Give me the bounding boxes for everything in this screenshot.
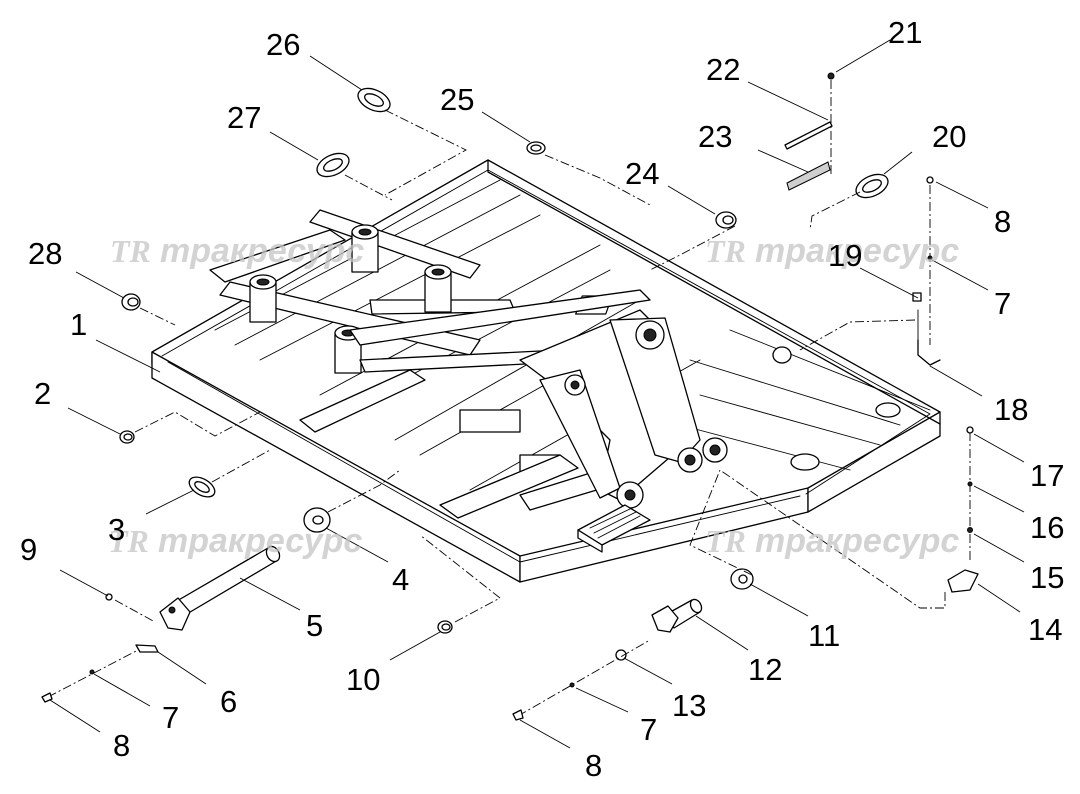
grommet-26 bbox=[357, 87, 391, 113]
callout-22: 22 bbox=[706, 52, 740, 87]
svg-text:TR: TR bbox=[108, 523, 149, 559]
callout-2: 2 bbox=[34, 376, 51, 411]
assembly-lines bbox=[114, 109, 946, 623]
main-frame bbox=[151, 159, 941, 583]
callout-3: 3 bbox=[108, 512, 125, 547]
callout-7-bottom: 7 bbox=[640, 712, 657, 747]
svg-text:TR: TR bbox=[110, 233, 151, 269]
svg-text:тракресурс: тракресурс bbox=[158, 522, 362, 560]
loose-parts bbox=[41, 72, 979, 721]
bolt-8-right bbox=[926, 176, 934, 345]
grommet-20 bbox=[855, 173, 889, 199]
callout-10: 10 bbox=[346, 662, 380, 697]
bolt-stack-right bbox=[947, 426, 979, 593]
callout-21: 21 bbox=[888, 15, 922, 50]
plug-25 bbox=[526, 141, 546, 155]
svg-text:тракресурс: тракресурс bbox=[755, 522, 959, 560]
washer-13 bbox=[615, 649, 627, 661]
callout-1: 1 bbox=[70, 307, 87, 342]
callout-4: 4 bbox=[392, 562, 409, 597]
callout-20: 20 bbox=[932, 119, 966, 154]
callout-9: 9 bbox=[20, 532, 37, 567]
callout-28: 28 bbox=[28, 236, 62, 271]
bolt-8-bottom bbox=[512, 639, 651, 721]
pin-5 bbox=[159, 545, 281, 631]
watermark-bottom-right: TR тракресурс bbox=[705, 522, 959, 560]
callout-8-right: 8 bbox=[994, 204, 1011, 239]
callout-5: 5 bbox=[306, 608, 323, 643]
plug-28 bbox=[121, 293, 141, 311]
callout-19: 19 bbox=[828, 238, 862, 273]
callout-8-bottom: 8 bbox=[585, 748, 602, 783]
plug-24 bbox=[715, 211, 737, 229]
grommet-27 bbox=[316, 152, 350, 178]
callout-8-left: 8 bbox=[113, 728, 130, 763]
callout-16: 16 bbox=[1030, 510, 1064, 545]
washer-4 bbox=[303, 507, 331, 533]
callout-17: 17 bbox=[1030, 458, 1064, 493]
leader-lines bbox=[49, 39, 1025, 749]
pin-12 bbox=[651, 598, 703, 633]
plate-6 bbox=[135, 644, 159, 653]
callout-14: 14 bbox=[1028, 612, 1062, 647]
svg-text:TR: TR bbox=[705, 233, 746, 269]
callout-11: 11 bbox=[808, 618, 840, 653]
bracket-18 bbox=[917, 309, 941, 366]
callout-26: 26 bbox=[266, 27, 300, 62]
strip-23 bbox=[786, 161, 831, 191]
svg-text:тракресурс: тракресурс bbox=[160, 232, 364, 270]
callout-27: 27 bbox=[227, 100, 261, 135]
callout-15: 15 bbox=[1030, 560, 1064, 595]
strip-22 bbox=[784, 121, 833, 150]
watermark-bottom-left: TR тракресурс bbox=[108, 522, 362, 560]
callout-23: 23 bbox=[698, 119, 732, 154]
callout-7-right: 7 bbox=[994, 286, 1011, 321]
watermarks: TR тракресурс TR тракресурс TR тракресур… bbox=[108, 232, 959, 560]
callout-labels: 26 27 25 24 22 23 21 20 8 19 7 18 17 16 … bbox=[20, 15, 1064, 783]
watermark-top-left: TR тракресурс bbox=[110, 232, 364, 270]
svg-text:тракресурс: тракресурс bbox=[755, 232, 959, 270]
bolt-21 bbox=[827, 72, 835, 175]
callout-18: 18 bbox=[994, 392, 1028, 427]
callout-25: 25 bbox=[440, 82, 474, 117]
watermark-top-right: TR тракресурс bbox=[705, 232, 959, 270]
callout-6: 6 bbox=[220, 684, 237, 719]
callout-12: 12 bbox=[748, 652, 782, 687]
svg-text:TR: TR bbox=[705, 523, 746, 559]
grommet-3 bbox=[188, 476, 216, 498]
callout-24: 24 bbox=[625, 156, 659, 191]
callout-13: 13 bbox=[672, 688, 706, 723]
washer-11 bbox=[730, 568, 754, 590]
bolt-8-left bbox=[41, 649, 139, 703]
plug-2 bbox=[119, 430, 135, 444]
plug-10 bbox=[437, 620, 453, 634]
callout-7-left: 7 bbox=[162, 700, 179, 735]
